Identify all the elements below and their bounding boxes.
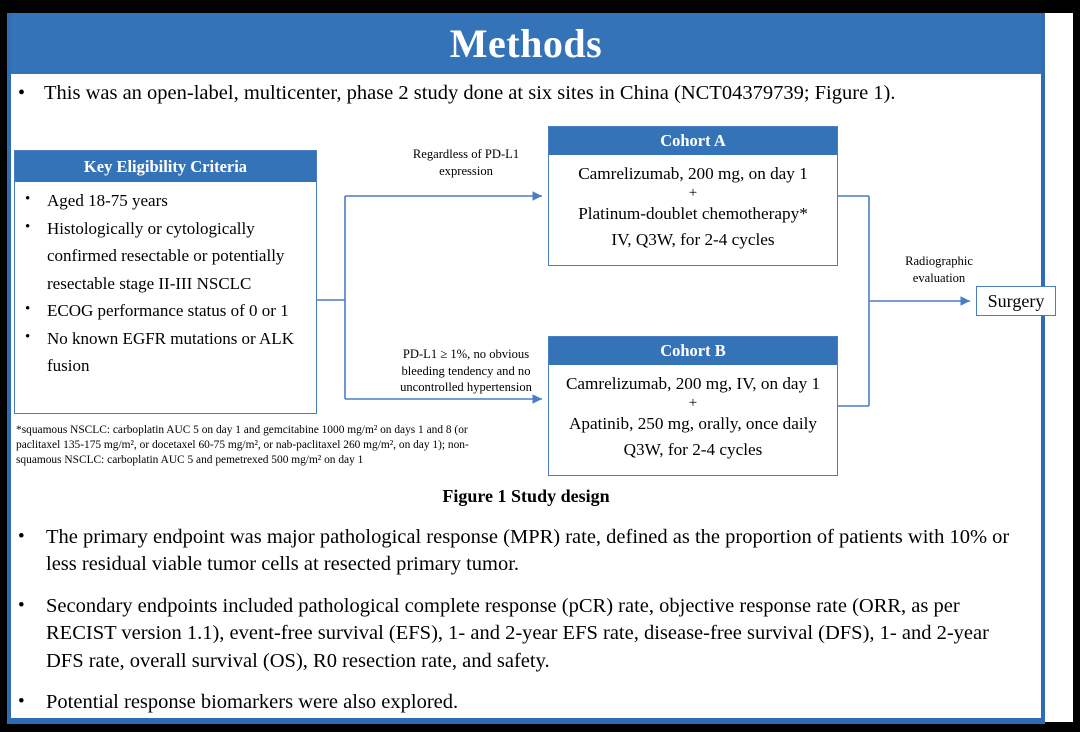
connector-label-line: evaluation (912, 270, 966, 285)
connector-label-line: PD-L1 ≥ 1%, no obvious (402, 347, 530, 361)
cohort-b-line-2: Apatinib, 250 mg, orally, once daily (568, 414, 818, 434)
connector-label-line: Radiographic (905, 254, 973, 268)
cohort-b-box: Cohort B Camrelizumab, 200 mg, IV, on da… (548, 336, 838, 476)
eligibility-item-text: Aged 18-75 years (47, 191, 168, 210)
bullet-marker-icon: • (25, 218, 31, 235)
connector-label-line: uncontrolled hypertension (400, 380, 532, 395)
cohort-b-header: Cohort B (549, 337, 837, 365)
surgery-label: Surgery (987, 290, 1045, 311)
bullet-text: Secondary endpoints included pathologica… (46, 594, 989, 672)
bullet-marker-icon: • (18, 691, 25, 713)
intro-bullet: • This was an open-label, multicenter, p… (18, 80, 1028, 107)
footnote-line: squamous NSCLC: carboplatin AUC 5 and pe… (16, 454, 364, 467)
cohort-b-plus: + (688, 395, 698, 412)
footnote-line: paclitaxel 135-175 mg/m², or docetaxel 6… (16, 439, 469, 452)
slide-title-bar: Methods (11, 13, 1041, 74)
connector-label-line: expression (439, 163, 493, 178)
list-item: • Secondary endpoints included pathologi… (18, 593, 1030, 675)
eligibility-item-text: Histologically or cytologically confirme… (47, 218, 285, 293)
bullet-marker-icon: • (18, 526, 25, 547)
cohort-a-body: Camrelizumab, 200 mg, on day 1 + Platinu… (549, 157, 837, 252)
bullet-marker-icon: • (25, 328, 31, 345)
cohort-a-box: Cohort A Camrelizumab, 200 mg, on day 1 … (548, 126, 838, 266)
connector-label-line: Regardless of PD-L1 (412, 147, 520, 161)
cohort-a-line-3: IV, Q3W, for 2-4 cycles (611, 229, 775, 249)
bullet-marker-icon: • (25, 301, 31, 318)
intro-bullet-text: This was an open-label, multicenter, pha… (44, 82, 896, 104)
eligibility-item-text: No known EGFR mutations or ALK fusion (47, 328, 294, 376)
cohort-b-body: Camrelizumab, 200 mg, IV, on day 1 + Apa… (549, 367, 837, 462)
figure-caption: Figure 1 Study design (442, 486, 610, 506)
bullet-text: The primary endpoint was major pathologi… (46, 526, 1010, 576)
list-item: • Aged 18-75 years (25, 187, 310, 215)
chemotherapy-footnote: *squamous NSCLC: carboplatin AUC 5 on da… (16, 423, 556, 468)
bottom-accent-bar (7, 718, 1045, 724)
cohort-b-line-1: Camrelizumab, 200 mg, IV, on day 1 (565, 374, 821, 393)
eligibility-item-text: ECOG performance status of 0 or 1 (47, 301, 289, 321)
connector-label-line: bleeding tendency and no (401, 363, 531, 378)
footnote-line: *squamous NSCLC: carboplatin AUC 5 on da… (16, 424, 468, 436)
left-accent-bar (7, 13, 11, 722)
endpoints-bullet-list: • The primary endpoint was major patholo… (18, 524, 1030, 731)
connector-label-pdl1-criteria: PD-L1 ≥ 1%, no obvious bleeding tendency… (366, 346, 566, 396)
cohort-a-plus: + (688, 185, 698, 202)
cohort-a-line-1: Camrelizumab, 200 mg, on day 1 (578, 164, 808, 183)
eligibility-criteria-box: Key Eligibility Criteria • Aged 18-75 ye… (14, 150, 317, 414)
list-item: • Histologically or cytologically confir… (25, 215, 310, 298)
connector-label-regardless-pdl1: Regardless of PD-L1 expression (381, 146, 551, 179)
study-design-figure: Key Eligibility Criteria • Aged 18-75 ye… (11, 118, 1056, 488)
page-title: Methods (449, 21, 603, 66)
bullet-marker-icon: • (25, 191, 31, 207)
cohort-a-header: Cohort A (549, 127, 837, 155)
list-item: • Potential response biomarkers were als… (18, 689, 1030, 716)
bullet-text: Potential response biomarkers were also … (46, 691, 459, 714)
surgery-box: Surgery (976, 286, 1056, 316)
list-item: • ECOG performance status of 0 or 1 (25, 297, 310, 325)
bullet-marker-icon: • (18, 594, 25, 616)
list-item: • No known EGFR mutations or ALK fusion (25, 325, 310, 380)
cohort-a-line-2: Platinum-doublet chemotherapy* (578, 204, 808, 224)
connector-label-radiographic-evaluation: Radiographic evaluation (884, 253, 994, 286)
bullet-marker-icon: • (18, 82, 26, 104)
eligibility-list: • Aged 18-75 years • Histologically or c… (15, 187, 316, 380)
list-item: • The primary endpoint was major patholo… (18, 524, 1030, 579)
right-accent-bar (1041, 13, 1045, 722)
eligibility-header: Key Eligibility Criteria (15, 151, 316, 182)
cohort-b-line-3: Q3W, for 2-4 cycles (623, 439, 763, 459)
